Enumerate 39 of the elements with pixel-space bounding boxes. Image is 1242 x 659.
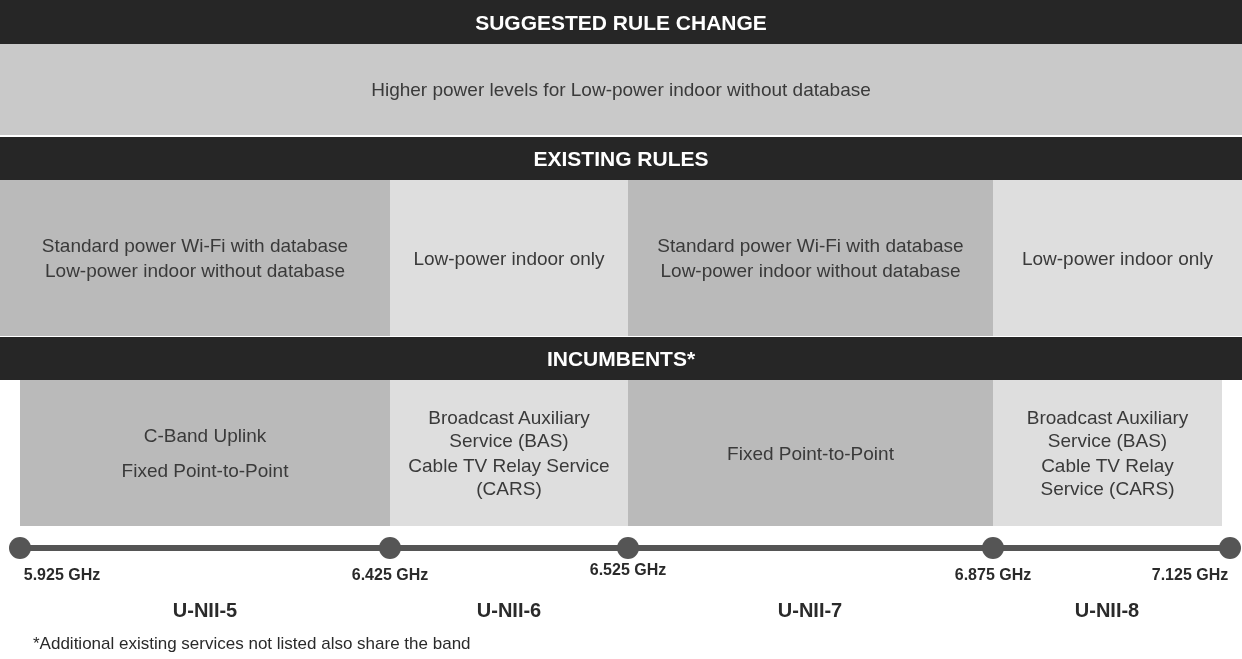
panel-text: Cable TV Relay Service (CARS) xyxy=(1039,454,1176,500)
panel-text: C-Band Uplink xyxy=(143,424,267,447)
panel-text: Low-power indoor only xyxy=(413,246,605,270)
band-info-panel xyxy=(20,380,390,526)
panel-text: Low-power indoor without database xyxy=(45,259,345,282)
band-name: U-NII-6 xyxy=(476,599,542,622)
section-title: INCUMBENTS* xyxy=(546,347,696,370)
panel-text: Cable TV Relay Service (CARS) xyxy=(407,454,611,500)
section-header-bar xyxy=(0,0,1242,44)
panel-text: Standard power Wi-Fi with database xyxy=(657,234,964,257)
band-name: U-NII-7 xyxy=(777,599,843,622)
band-info-panel xyxy=(0,44,1242,135)
section-header-bar xyxy=(0,137,1242,180)
panel-text: Low-power indoor without database xyxy=(660,259,961,282)
frequency-label: 6.875 GHz xyxy=(954,566,1032,584)
section-title: SUGGESTED RULE CHANGE xyxy=(475,10,767,34)
section-header-bar xyxy=(0,337,1242,380)
band-info-panel xyxy=(993,380,1222,526)
band-info-panel xyxy=(390,180,628,336)
frequency-label: 6.525 GHz xyxy=(589,561,667,579)
panel-text: Fixed Point-to-Point xyxy=(121,459,289,482)
frequency-label: 7.125 GHz xyxy=(1151,566,1229,584)
panel-text: Standard power Wi-Fi with database xyxy=(41,234,349,257)
band-info-panel xyxy=(0,180,390,336)
section-title: EXISTING RULES xyxy=(533,147,709,170)
band-name: U-NII-8 xyxy=(1074,599,1140,622)
footnote: *Additional existing services not listed also share the band xyxy=(33,634,471,654)
band-info-panel xyxy=(993,180,1242,336)
panel-text: Broadcast Auxiliary Service (BAS) xyxy=(1025,406,1190,452)
frequency-label: 6.425 GHz xyxy=(351,566,429,584)
panel-text: Broadcast Auxiliary Service (BAS) xyxy=(427,406,591,452)
band-info-panel xyxy=(628,380,993,526)
panel-text: Higher power levels for Low-power indoor without database xyxy=(371,78,871,101)
frequency-label: 5.925 GHz xyxy=(23,566,101,584)
panel-text: Low-power indoor only xyxy=(1021,246,1214,270)
panel-text: Fixed Point-to-Point xyxy=(727,441,894,465)
band-info-panel xyxy=(390,380,628,526)
band-name: U-NII-5 xyxy=(172,599,238,622)
band-info-panel xyxy=(628,180,993,336)
